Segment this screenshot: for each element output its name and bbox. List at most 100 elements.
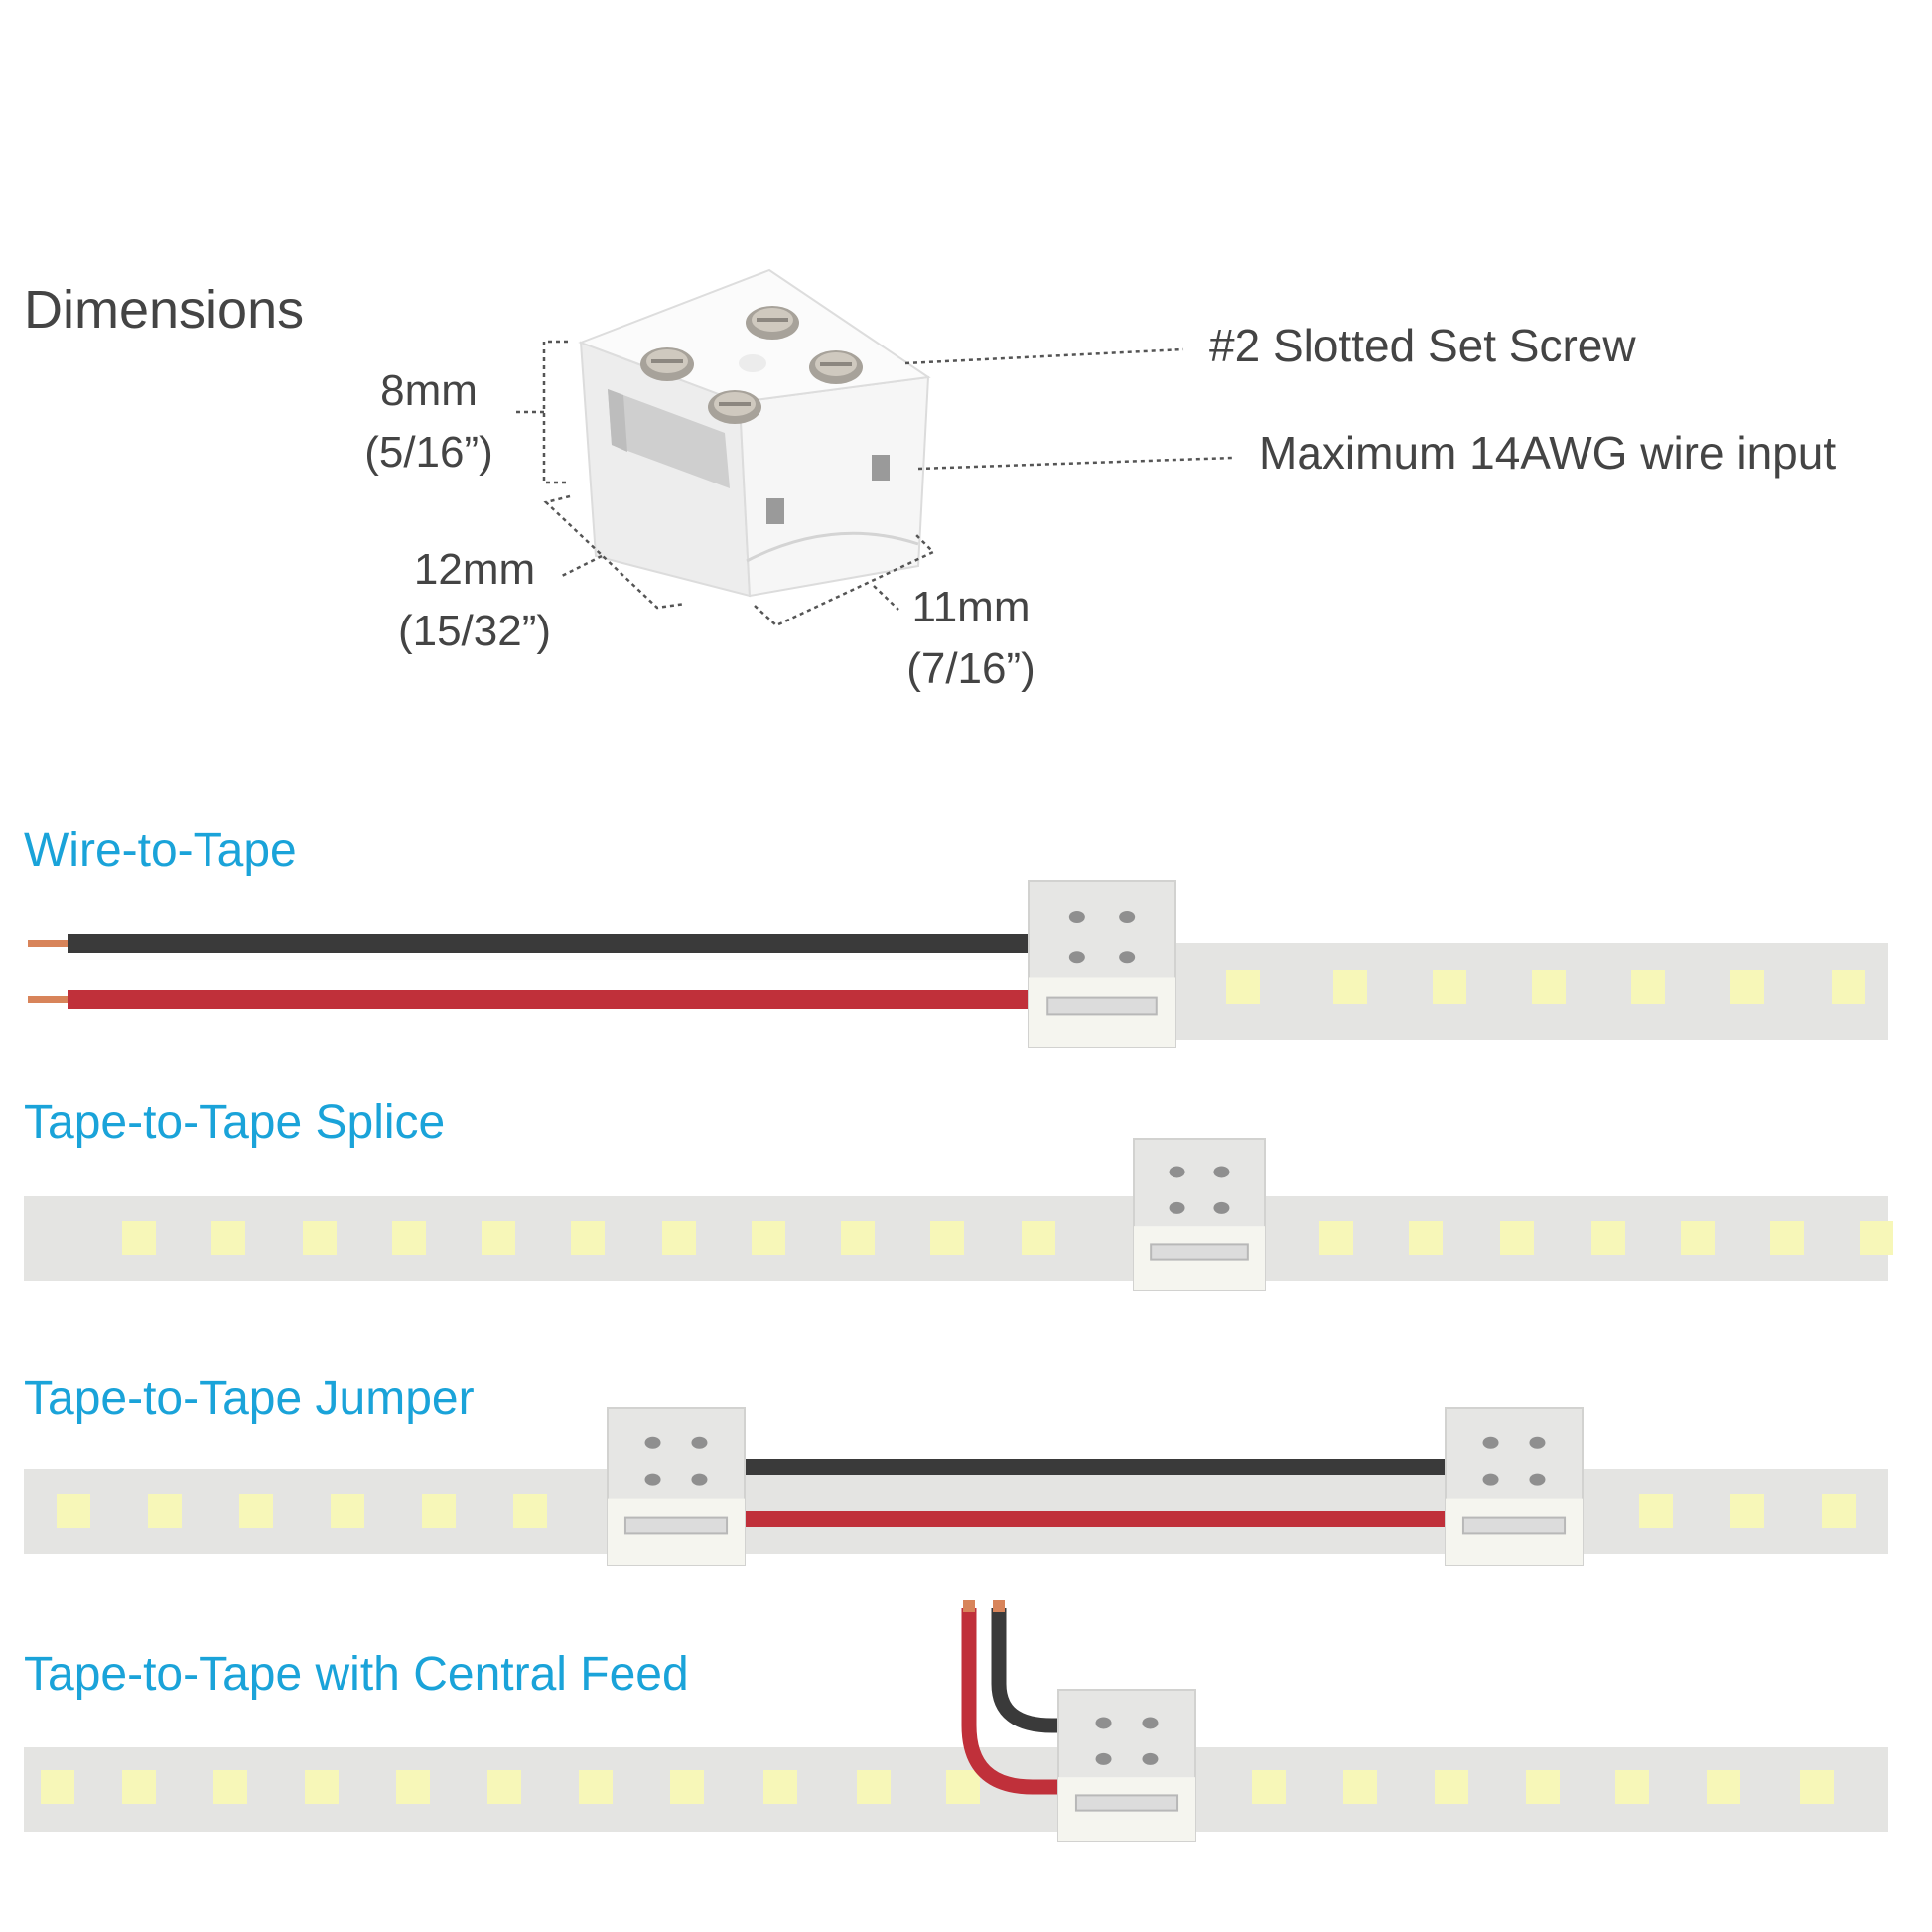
led-chip [857,1770,891,1804]
splice-diagram [24,1138,1893,1291]
dimension-brackets [514,340,1234,627]
dimensions-title: Dimensions [24,280,304,340]
led-chip [1435,1770,1468,1804]
led-chip [487,1770,521,1804]
led-chip [1800,1770,1834,1804]
connector [607,1407,746,1566]
led-chip [1532,970,1566,1004]
central-feed-diagram [24,1600,1888,1842]
depth-bracket [543,494,686,610]
red-wire [745,1511,1448,1527]
connector [1133,1138,1266,1291]
screw-head [1482,1473,1499,1486]
set-screw [809,350,863,384]
screw-head [1169,1166,1185,1178]
led-chip [213,1770,247,1804]
tape-slot [1461,1516,1567,1535]
section-title-jumper: Tape-to-Tape Jumper [24,1372,475,1425]
led-chip [1433,970,1466,1004]
led-chip [211,1221,245,1255]
led-chip [930,1221,964,1255]
copper-tip [28,996,69,1003]
section-title-splice: Tape-to-Tape Splice [24,1096,445,1149]
section-title-wire-to-tape: Wire-to-Tape [24,824,297,877]
led-chip [122,1770,156,1804]
tape-slot [1046,996,1158,1016]
led-chip [1681,1221,1715,1255]
wire-hole [766,498,784,524]
black-wire [745,1459,1448,1475]
copper-tip [963,1600,975,1612]
jumper-diagram [24,1407,1888,1566]
depth-leader [561,554,603,578]
led-chip [1022,1221,1055,1255]
led-chip [1730,970,1764,1004]
led-chip [1319,1221,1353,1255]
wire-leader [917,456,1234,471]
led-chip [752,1221,785,1255]
black-wire [68,934,1029,953]
led-chip [1615,1770,1649,1804]
led-chip [392,1221,426,1255]
led-chip [305,1770,339,1804]
screw-head [1169,1201,1185,1214]
screw-head [1213,1166,1230,1178]
led-chip [303,1221,337,1255]
screw-head [1213,1201,1230,1214]
tape-slot [1074,1794,1179,1812]
width-fraction: (7/16”) [906,644,1035,693]
led-chip [148,1494,182,1528]
tape-slot [1150,1243,1249,1261]
led-row [1226,970,1865,1004]
led-chip [1631,970,1665,1004]
led-chip [1822,1494,1856,1528]
led-chip [1500,1221,1534,1255]
screw-head [1095,1717,1112,1729]
led-chip [841,1221,875,1255]
led-chip [1409,1221,1443,1255]
red-wire [68,990,1029,1009]
depth-value: 12mm [414,545,535,594]
copper-tip [993,1600,1005,1612]
wire-to-tape-diagram [28,880,1888,1048]
screw-head [1142,1752,1159,1765]
led-chip [513,1494,547,1528]
tape-slot-edge [608,389,627,452]
led-chip [662,1221,696,1255]
screw-head [1095,1752,1112,1765]
screw-head [644,1436,661,1449]
screw-head [1529,1473,1546,1486]
height-bracket [542,340,568,484]
width-value: 11mm [912,583,1031,631]
led-chip [239,1494,273,1528]
screw-head [1119,951,1136,964]
height-fraction: (5/16”) [364,428,493,477]
led-chip [396,1770,430,1804]
connector [1057,1689,1196,1842]
led-chip [670,1770,704,1804]
led-chip [57,1494,90,1528]
width-leader [873,585,899,611]
led-chip [1707,1770,1740,1804]
led-row [122,1221,1893,1255]
led-chip [331,1494,364,1528]
led-chip [1526,1770,1560,1804]
screw-head [1119,910,1136,923]
led-chip [1730,1494,1764,1528]
led-chip [1860,1221,1893,1255]
screw-head [1482,1436,1499,1449]
led-chip [422,1494,456,1528]
screw-head [644,1473,661,1486]
screw-head [1068,910,1085,923]
tape-slot [623,1516,729,1535]
led-row [41,1770,1834,1804]
led-chip [1343,1770,1377,1804]
wire-channel [746,531,919,563]
set-screw [640,347,694,381]
led-chip [1770,1221,1804,1255]
screw-callout: #2 Slotted Set Screw [1209,320,1636,371]
screw-head [1068,951,1085,964]
led-chip [1591,1221,1625,1255]
